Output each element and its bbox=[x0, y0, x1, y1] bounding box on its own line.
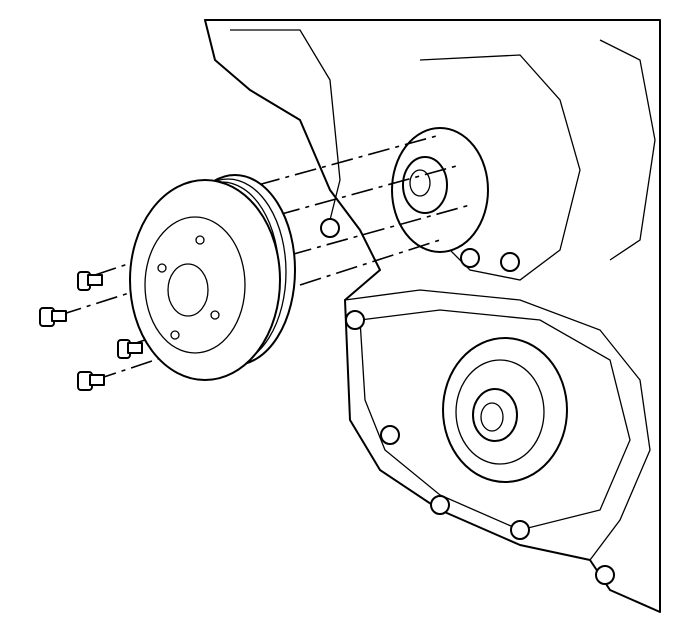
cover-bolts bbox=[320, 218, 615, 585]
bolt-icon bbox=[39, 307, 67, 327]
bolt-icon bbox=[117, 339, 143, 359]
pulley bbox=[129, 174, 296, 381]
water-pump-hub bbox=[391, 127, 489, 253]
crankshaft-balancer bbox=[442, 337, 568, 483]
bolt-icon bbox=[77, 371, 105, 391]
bolt-icon bbox=[77, 271, 103, 291]
pulley-bolts bbox=[39, 271, 143, 391]
